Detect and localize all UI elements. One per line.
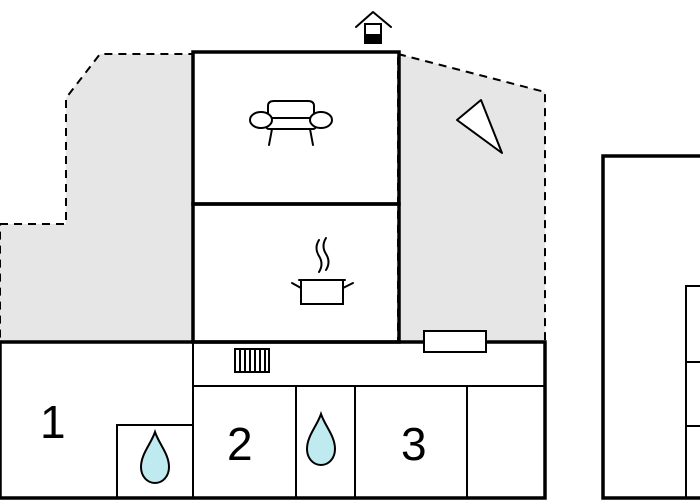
adjacent-building-stairs [685, 285, 700, 498]
kitchen [191, 202, 401, 344]
adjacent-building [601, 154, 700, 500]
terrace-right [397, 52, 546, 343]
water-drop-icon [139, 428, 171, 485]
room-number-2: 2 [227, 418, 253, 470]
terrace-left [0, 53, 194, 343]
house-entrance-icon [355, 11, 392, 44]
room-number-1: 1 [40, 396, 66, 448]
bathroom-1 [116, 424, 194, 499]
lower-floor [0, 340, 547, 500]
sofa-icon [249, 100, 333, 146]
cooking-pot-icon [291, 237, 354, 305]
room-number-3: 3 [401, 418, 427, 470]
window-fixture [423, 330, 487, 353]
north-arrow-icon [456, 99, 503, 154]
radiator-icon [234, 348, 270, 373]
water-drop-icon [305, 410, 337, 467]
